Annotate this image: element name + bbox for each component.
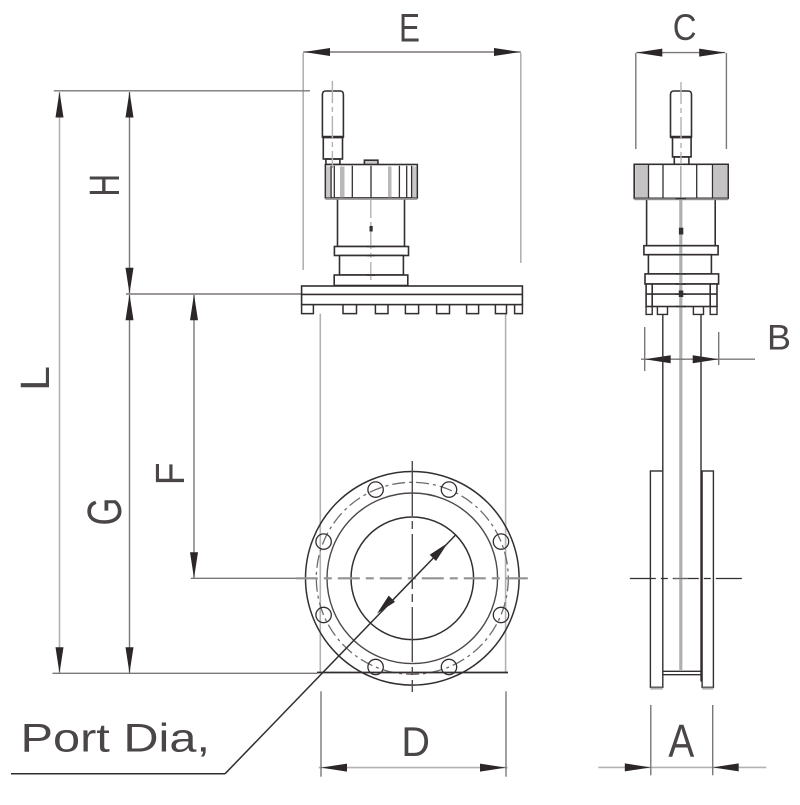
svg-text:D: D bbox=[401, 718, 430, 765]
svg-text:C: C bbox=[673, 7, 697, 48]
svg-text:L: L bbox=[12, 366, 58, 391]
svg-text:H: H bbox=[81, 174, 129, 197]
svg-text:F: F bbox=[147, 463, 193, 486]
svg-text:A: A bbox=[668, 715, 694, 767]
svg-text:G: G bbox=[79, 498, 132, 526]
svg-text:E: E bbox=[399, 7, 420, 51]
svg-text:B: B bbox=[767, 319, 791, 358]
svg-text:Port Dia,: Port Dia, bbox=[21, 717, 211, 761]
